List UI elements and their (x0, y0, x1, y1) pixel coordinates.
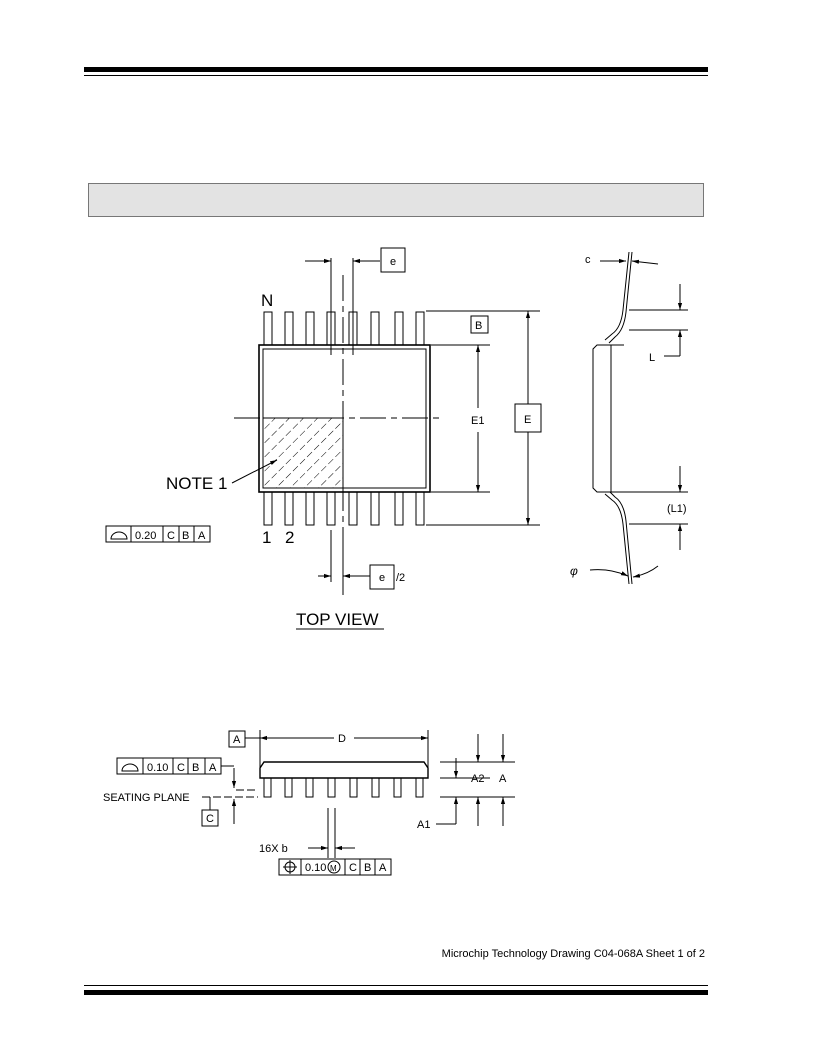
top-fcf-datum-3: A (198, 530, 206, 542)
dim-c-label: c (585, 254, 591, 266)
footer-rule-thick (84, 990, 708, 995)
datum-c-box (201, 809, 219, 827)
profile-surface-icon (110, 531, 128, 540)
mmc-modifier-label: M (330, 864, 337, 873)
bottom-leads (263, 777, 424, 798)
bottom-view (116, 730, 515, 876)
top-fcf-datum-1: C (167, 530, 175, 542)
pin-n-label: N (261, 291, 273, 310)
datum-a-box (228, 730, 246, 748)
dim-e-label: e (390, 256, 396, 268)
side-lead-top (604, 251, 633, 344)
bottom-fcf-datum-1: C (177, 762, 185, 774)
footer-rule-thin (84, 985, 708, 986)
bottom-body (259, 761, 429, 779)
dim-e1-label: E1 (471, 415, 484, 427)
position-fcf-datum-2: B (364, 862, 371, 874)
dim-e-box (380, 247, 406, 273)
seating-plane-label: SEATING PLANE (103, 792, 190, 804)
datum-c-label: C (206, 813, 214, 825)
mmc-modifier-icon (327, 860, 341, 874)
position-fcf-datum-3: A (379, 862, 387, 874)
pin-1-label: 1 (262, 528, 271, 547)
dim-e-half-suffix: /2 (396, 572, 405, 584)
note-label: NOTE 1 (166, 474, 227, 493)
datum-b-box (470, 315, 489, 334)
dim-e-outer-box (514, 403, 542, 433)
dim-l1-label: (L1) (667, 503, 687, 515)
title-banner (88, 183, 704, 217)
datum-b-label: B (475, 320, 482, 332)
bottom-fcf-datum-3: A (209, 762, 217, 774)
angle-label: φ (570, 564, 578, 578)
dim-e-half-box (369, 564, 395, 590)
bottom-fcf-tolerance: 0.10 (147, 762, 168, 774)
pin1-hatch-area (262, 417, 344, 489)
side-view (589, 251, 688, 585)
header-rule-thin (84, 75, 708, 76)
view-label: TOP VIEW (296, 610, 379, 629)
top-view (105, 247, 542, 630)
note-leader (231, 459, 278, 484)
header-rule-thick (84, 67, 708, 72)
bottom-fcf-position (278, 858, 392, 876)
top-fcf-tolerance: 0.20 (135, 530, 156, 542)
top-fcf-profile (105, 525, 211, 543)
dim-l-label: L (649, 352, 655, 364)
dim-a2-label: A2 (471, 773, 484, 785)
dim-a1-label: A1 (417, 819, 430, 831)
bottom-fcf-datum-2: B (192, 762, 199, 774)
pin-2-label: 2 (285, 528, 294, 547)
side-body (592, 344, 612, 493)
bottom-fcf-profile (116, 757, 234, 775)
position-fcf-datum-1: C (349, 862, 357, 874)
dim-e-outer-label: E (524, 414, 531, 426)
profile-surface-icon (121, 763, 139, 772)
dim-d-label: D (338, 733, 346, 745)
dim-a-label: A (499, 773, 507, 785)
drawing-reference: Microchip Technology Drawing C04-068A Sh… (441, 948, 705, 960)
dim-b-label: 16X b (259, 843, 288, 855)
position-fcf-tolerance: 0.10 (305, 862, 326, 874)
datum-a-label: A (233, 734, 241, 746)
side-lead-bottom (604, 490, 633, 585)
dim-e-half-e-label: e (379, 572, 385, 584)
top-fcf-datum-2: B (182, 530, 189, 542)
